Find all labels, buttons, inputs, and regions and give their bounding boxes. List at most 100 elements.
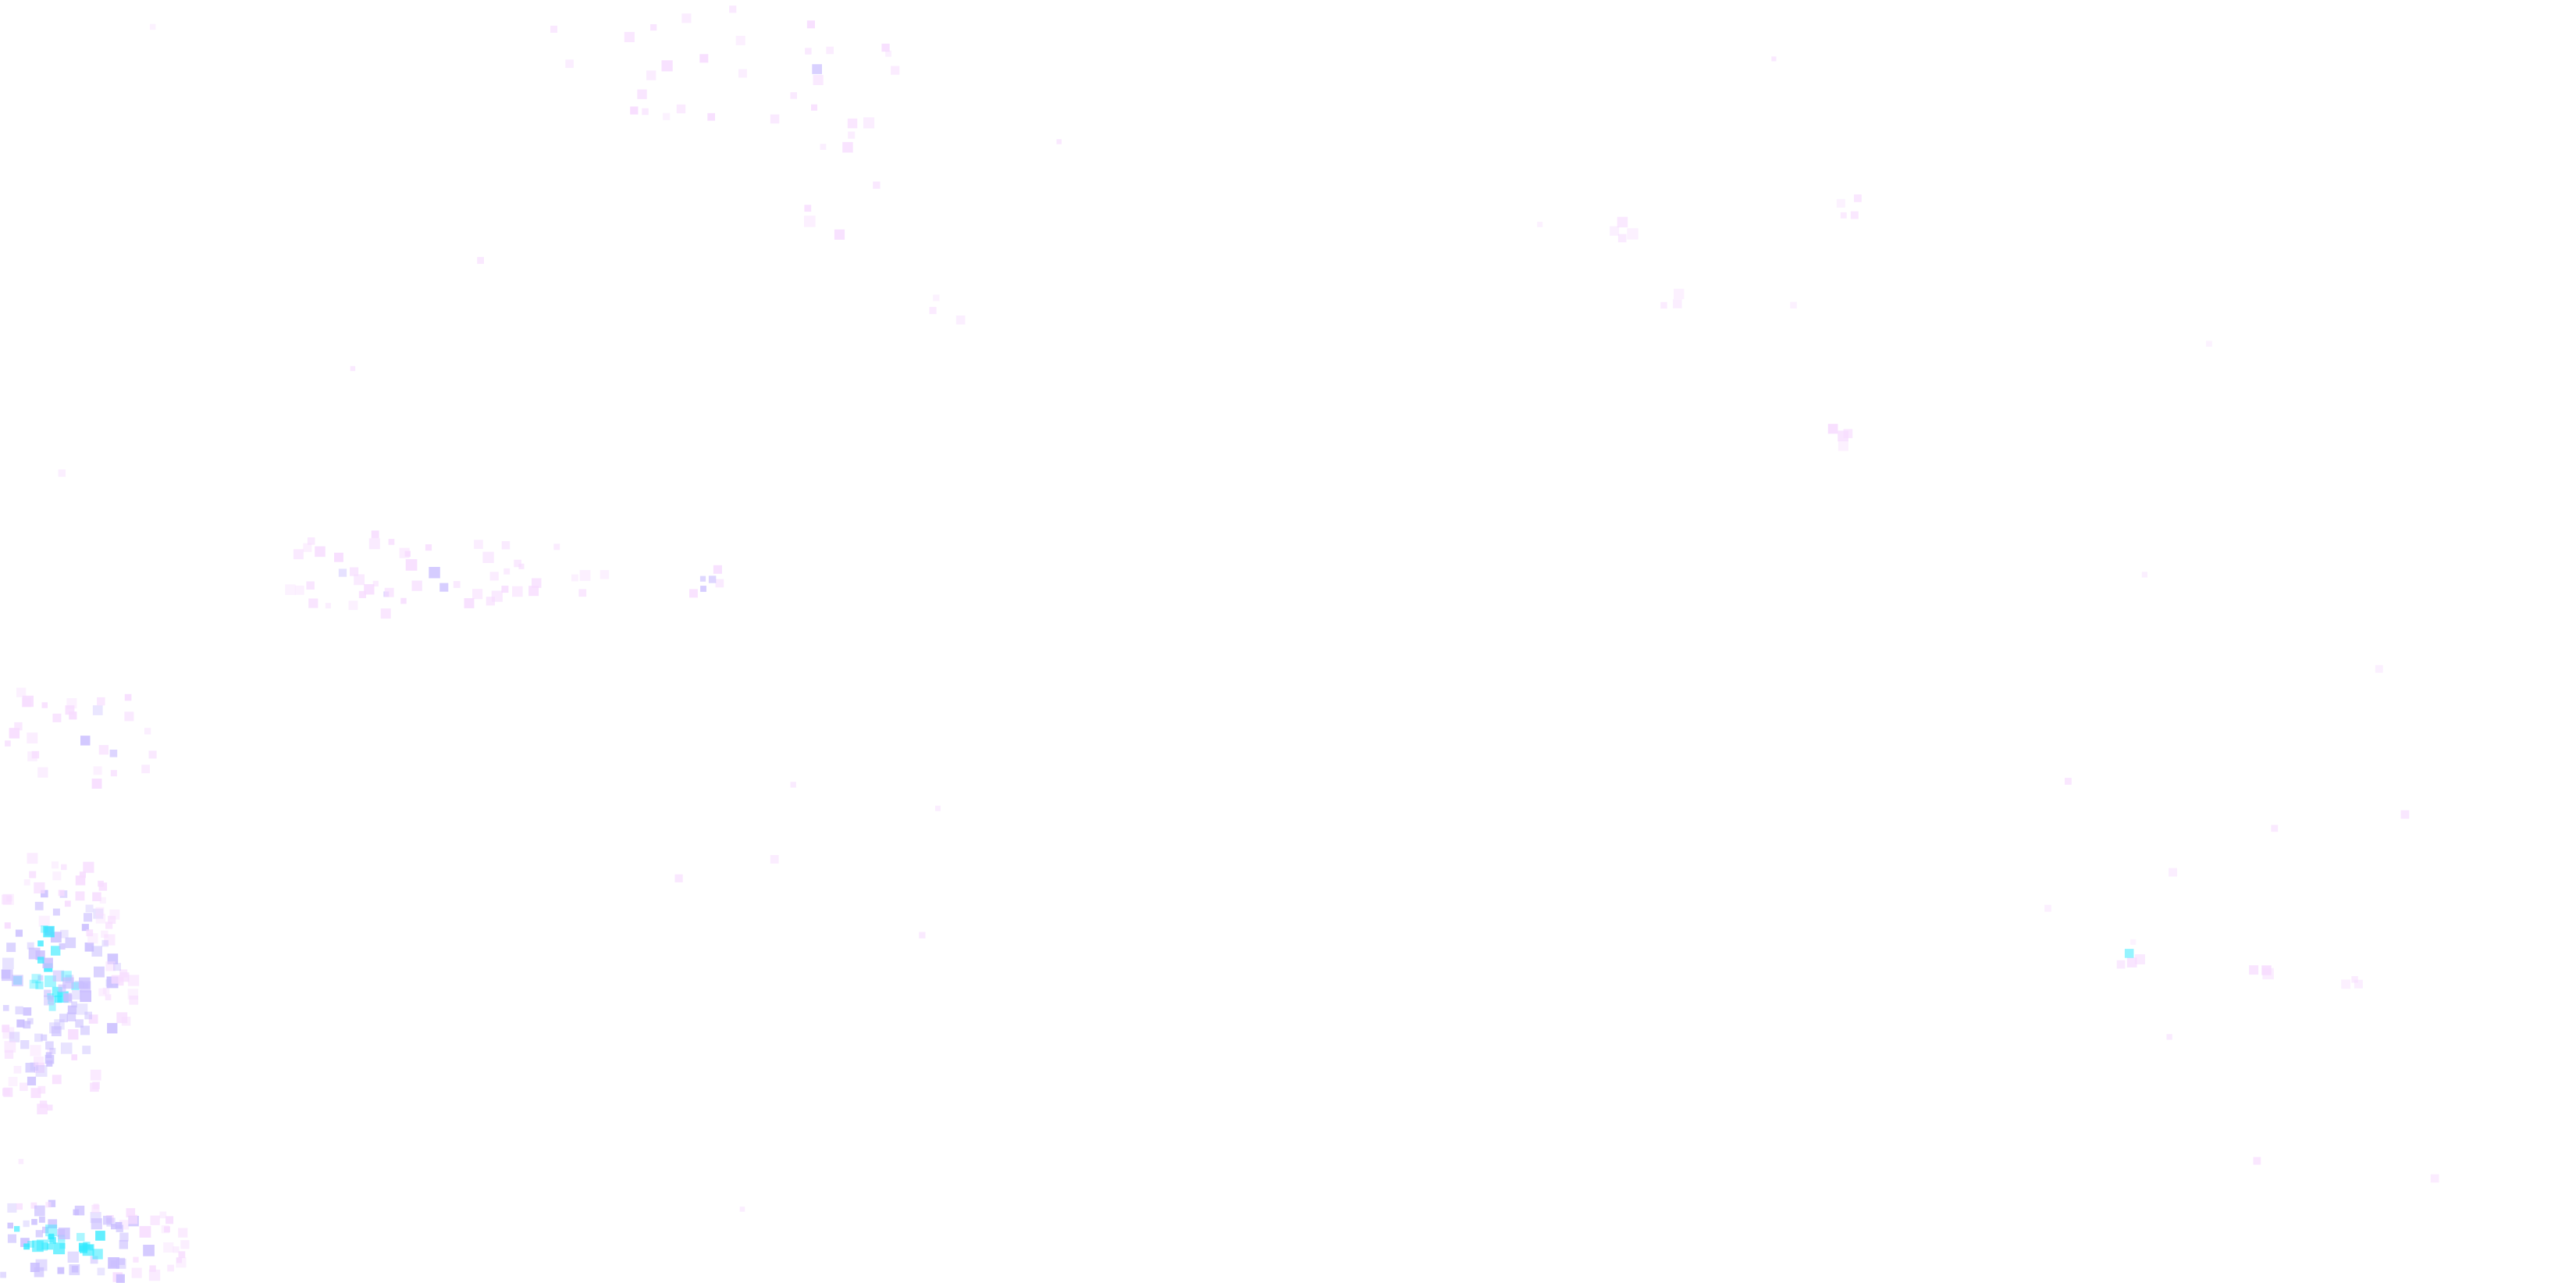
density-cell xyxy=(68,1029,79,1040)
density-cell xyxy=(553,543,560,551)
density-cell xyxy=(83,861,94,873)
density-cell xyxy=(14,1226,20,1232)
density-cell xyxy=(31,1219,37,1225)
density-cell xyxy=(66,698,77,709)
density-cell xyxy=(110,770,117,777)
density-cell xyxy=(1850,211,1859,219)
density-cell xyxy=(99,896,106,904)
density-cell xyxy=(1790,301,1797,309)
density-cell xyxy=(425,544,432,551)
density-cell xyxy=(518,563,525,569)
density-cell xyxy=(842,141,853,153)
density-cell xyxy=(127,975,140,986)
density-cell xyxy=(1627,228,1638,240)
density-cell xyxy=(102,987,110,995)
density-cell xyxy=(82,1046,91,1054)
density-cell xyxy=(482,551,494,563)
density-cell xyxy=(44,995,55,1006)
density-cell xyxy=(116,1224,123,1232)
density-cell xyxy=(127,989,139,1000)
density-cell xyxy=(95,1231,105,1241)
density-cell xyxy=(23,1007,32,1016)
density-cell xyxy=(35,1230,43,1238)
density-cell xyxy=(2169,868,2177,877)
density-cell xyxy=(148,750,157,759)
density-cell xyxy=(804,205,812,212)
density-cell xyxy=(2130,939,2137,945)
density-cell xyxy=(826,46,834,55)
density-cell xyxy=(474,540,483,549)
density-cell xyxy=(325,603,331,609)
density-cell xyxy=(464,598,475,608)
density-cell xyxy=(12,975,23,987)
density-cell xyxy=(82,1244,94,1256)
density-cell xyxy=(111,1224,117,1230)
density-cell xyxy=(58,1228,70,1239)
density-cell xyxy=(885,50,891,57)
density-cell xyxy=(161,1225,169,1234)
density-cell xyxy=(700,586,706,592)
density-cell xyxy=(338,568,347,577)
density-cell xyxy=(689,589,698,598)
density-cell xyxy=(25,1063,35,1073)
density-cell xyxy=(41,889,48,898)
density-cell xyxy=(8,1077,18,1086)
density-cell xyxy=(105,994,112,1000)
density-cell xyxy=(348,601,358,611)
density-cell xyxy=(90,1069,101,1081)
density-cell xyxy=(848,131,856,139)
density-cell xyxy=(37,940,44,946)
density-cell xyxy=(92,892,101,902)
density-cell xyxy=(45,1224,58,1237)
density-cell xyxy=(45,1202,52,1208)
density-cell xyxy=(48,1219,58,1228)
density-cell xyxy=(681,13,692,23)
density-cell xyxy=(805,48,812,55)
density-cell xyxy=(105,961,116,971)
density-cell xyxy=(60,929,69,939)
density-cell xyxy=(2253,1156,2261,1165)
density-cell xyxy=(76,1232,85,1242)
density-cell xyxy=(486,597,495,606)
density-cell xyxy=(439,583,449,592)
density-cell xyxy=(565,59,574,68)
density-cell xyxy=(106,1217,116,1227)
density-cell xyxy=(67,1251,79,1263)
density-cell xyxy=(34,882,45,894)
density-cell xyxy=(2375,665,2383,673)
density-cell xyxy=(27,751,37,761)
density-cell xyxy=(37,957,44,964)
density-cell xyxy=(63,994,73,1003)
density-cell xyxy=(646,70,656,80)
density-cell xyxy=(98,882,108,891)
density-cell xyxy=(579,569,591,581)
density-cell xyxy=(80,1025,90,1035)
density-cell xyxy=(92,1082,100,1089)
density-cell xyxy=(7,1234,16,1243)
density-cell xyxy=(79,871,86,878)
density-cell xyxy=(41,925,48,933)
density-cell xyxy=(429,567,440,579)
density-cell xyxy=(98,745,109,755)
density-cell xyxy=(708,576,717,583)
density-cell xyxy=(372,580,379,586)
density-cell xyxy=(44,989,52,997)
density-cell xyxy=(42,1226,49,1234)
density-cell xyxy=(713,565,722,574)
density-cell xyxy=(27,1076,37,1085)
density-cell xyxy=(167,1264,174,1272)
density-cell xyxy=(1673,299,1682,308)
density-cell xyxy=(306,581,315,590)
density-cell xyxy=(148,1269,161,1281)
density-cell xyxy=(97,1267,105,1276)
density-cell xyxy=(1617,216,1628,228)
density-cell xyxy=(47,1243,53,1250)
density-cell xyxy=(1674,288,1685,300)
density-cell xyxy=(512,586,523,597)
density-cell xyxy=(119,1240,128,1249)
density-cell xyxy=(101,939,109,947)
density-cell xyxy=(86,929,94,936)
density-cell xyxy=(847,118,858,129)
density-cell xyxy=(955,315,966,325)
density-cell xyxy=(674,874,683,882)
